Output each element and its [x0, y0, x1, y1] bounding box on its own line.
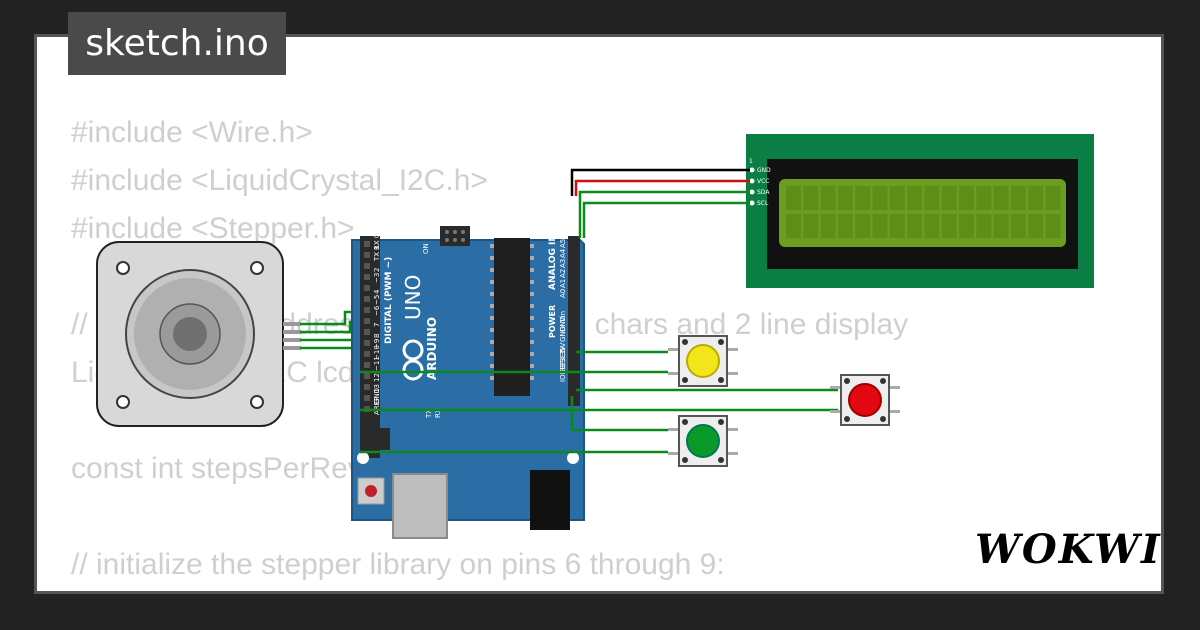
sketch-title[interactable]: sketch.ino — [68, 12, 286, 75]
analog-pin-label: A2 — [559, 269, 567, 278]
lcd-char-cell — [993, 214, 1009, 238]
digital-pin-label: 8 — [373, 334, 381, 338]
lcd-char-cell — [889, 186, 905, 210]
power-pin-label: Vin — [559, 311, 567, 322]
red-pushbutton[interactable] — [830, 374, 900, 426]
lcd-1602-i2c[interactable] — [746, 134, 1094, 288]
lcd-char-cell — [837, 214, 853, 238]
digital-pin-label: AREF — [373, 397, 381, 415]
lcd-char-cell — [1028, 214, 1044, 238]
digital-pin-label: RX 0 — [373, 234, 381, 250]
lcd-char-cell — [907, 186, 923, 210]
digital-pin-label: ~5 — [373, 295, 381, 305]
tx-led-label: TX — [425, 409, 433, 419]
lcd-char-cell — [803, 186, 819, 210]
power-label: POWER — [548, 305, 557, 338]
analog-pin-label: A1 — [559, 279, 567, 288]
lcd-pin-label: SCL — [757, 200, 769, 207]
code-line: #include <LiquidCrystal_I2C.h> — [71, 164, 488, 197]
wokwi-logo: WOKWI — [975, 526, 1162, 573]
lcd-char-cell — [855, 186, 871, 210]
digital-pin-label: 13 — [373, 384, 381, 393]
lcd-char-cell — [941, 186, 957, 210]
lcd-char-cell — [924, 214, 940, 238]
lcd-wires — [570, 168, 750, 238]
code-line: #include <Wire.h> — [71, 116, 313, 149]
lcd-pin-label: GND — [757, 167, 771, 174]
analog-pin-label: A3 — [559, 259, 567, 268]
digital-pin-label: ~11 — [373, 356, 381, 371]
lcd-char-cell — [976, 214, 992, 238]
lcd-char-cell — [872, 186, 888, 210]
lcd-char-cell — [1045, 214, 1061, 238]
digital-pin-label: ~10 — [373, 345, 381, 360]
digital-pin-label: 12 — [373, 373, 381, 382]
lcd-char-cell — [837, 186, 853, 210]
green-pushbutton[interactable] — [668, 415, 738, 467]
analog-pin-label: A0 — [559, 289, 567, 298]
stepper-motor[interactable] — [96, 241, 301, 427]
lcd-char-cell — [786, 186, 801, 210]
lcd-char-cell — [993, 186, 1009, 210]
button-wires — [360, 350, 838, 454]
lcd-char-cell — [889, 214, 905, 238]
lcd-char-cell — [1010, 214, 1026, 238]
rx-led-label: RX — [434, 408, 442, 418]
lcd-char-cell — [786, 214, 801, 238]
lcd-char-cell — [1028, 186, 1044, 210]
code-line: // initialize the stepper library on pin… — [71, 548, 725, 581]
lcd-char-cell — [872, 214, 888, 238]
digital-pin-label: ~3 — [373, 273, 381, 283]
code-line: #include <Stepper.h> — [71, 212, 355, 245]
analog-pin-label: A4 — [559, 248, 567, 258]
lcd-char-cell — [1045, 186, 1061, 210]
digital-pin-label: TX 1 — [373, 245, 381, 262]
arduino-uno-board[interactable] — [351, 223, 585, 539]
lcd-char-cell — [976, 186, 992, 210]
lcd-char-cell — [820, 214, 836, 238]
power-pin-label: GND — [559, 316, 567, 332]
lcd-char-cell — [959, 186, 974, 210]
digital-label: DIGITAL (PWM ~) — [384, 257, 394, 344]
digital-pin-label: 2 — [373, 268, 381, 272]
lcd-pin-labels: GND VCC SDA SCL — [757, 167, 771, 207]
arduino-model-label: UNO — [401, 275, 425, 320]
analog-pin-label: A5 — [559, 239, 567, 248]
lcd-char-cell — [855, 214, 871, 238]
lcd-char-cell — [820, 186, 836, 210]
digital-pin-label: 4 — [373, 289, 381, 294]
lcd-char-cell — [959, 214, 974, 238]
lcd-char-cell — [803, 214, 819, 238]
lcd-char-cell — [941, 214, 957, 238]
lcd-pin-one-label: 1 — [749, 158, 753, 165]
lcd-char-cell — [924, 186, 940, 210]
yellow-pushbutton[interactable] — [668, 335, 738, 387]
power-pin-label: 5V — [559, 343, 567, 352]
lcd-pin-label: SDA — [757, 189, 770, 196]
lcd-char-cell — [907, 214, 923, 238]
digital-pin-label: ~6 — [373, 305, 381, 316]
lcd-char-cell — [1010, 186, 1026, 210]
digital-pin-label: ~9 — [373, 339, 381, 349]
arduino-brand-label: ARDUINO — [425, 317, 439, 380]
power-pin-label: RESET — [559, 349, 567, 372]
digital-pin-label: 7 — [373, 323, 381, 327]
analog-label: ANALOG IN — [548, 234, 558, 290]
digital-pin-label: GND — [373, 388, 381, 404]
on-led-label: ON — [422, 243, 430, 254]
power-pin-label: 3.3V — [559, 346, 567, 362]
lcd-pin-label: VCC — [757, 178, 769, 185]
power-pin-label: GND — [559, 326, 567, 342]
